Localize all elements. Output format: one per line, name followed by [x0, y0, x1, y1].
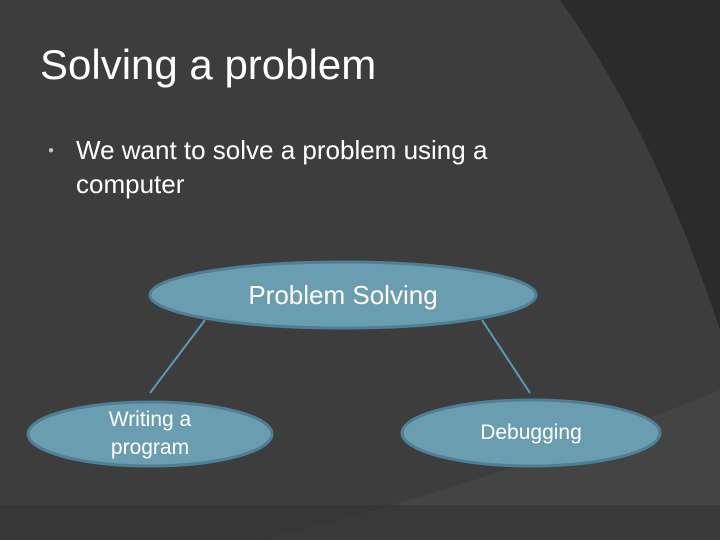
background-bottom-band: [0, 505, 720, 540]
node-right-label: Debugging: [480, 421, 582, 444]
bullet-marker-icon: ●: [48, 145, 55, 156]
background-wedge: [260, 390, 720, 540]
node-right-shape: [400, 398, 662, 468]
node-left-shape: [26, 400, 274, 468]
node-left-label-wrap: Writing a program: [28, 402, 272, 466]
background-arc: [560, 0, 720, 330]
node-left-label: Writing a program: [108, 408, 192, 459]
bullet-item: ● We want to solve a problem using a com…: [48, 133, 608, 201]
connector-left: [149, 319, 206, 394]
bullet-text: We want to solve a problem using a compu…: [76, 135, 488, 199]
node-root-shape: [148, 260, 538, 330]
node-root-label: Problem Solving: [248, 279, 438, 310]
connector-right: [481, 319, 531, 394]
slide-title: Solving a problem: [40, 41, 377, 88]
